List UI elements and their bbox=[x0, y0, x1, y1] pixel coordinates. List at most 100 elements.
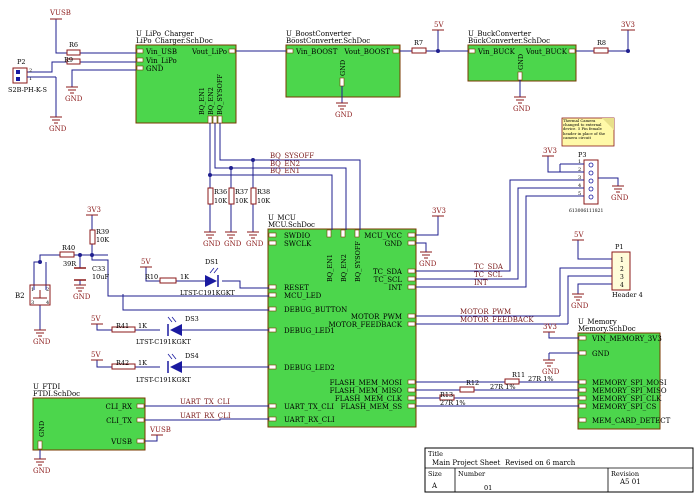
3v3-port-r39: 3V3 bbox=[87, 206, 101, 214]
p1-pin3: 3 bbox=[620, 274, 624, 281]
pin-mcu-led: MCU_LED bbox=[284, 292, 322, 300]
r40-label: R40 bbox=[62, 244, 75, 252]
gnd-label-5: GND bbox=[203, 240, 221, 248]
net-tc-sda: TC_SDA bbox=[474, 263, 504, 271]
number-label: Number bbox=[458, 470, 486, 478]
r42-label: R42 bbox=[116, 359, 129, 367]
r13-label: R13 bbox=[440, 391, 453, 399]
r41-label: R41 bbox=[116, 322, 129, 330]
sheet-mcu-body bbox=[267, 228, 417, 428]
r42-value: 1K bbox=[138, 359, 147, 367]
pin-flash-mosi: FLASH_MEM_MOSI bbox=[330, 379, 403, 387]
sheet-lipo-charger[interactable]: U_LiPo_Charger LiPo_Charger.SchDoc Vin_U… bbox=[135, 30, 237, 124]
pin-vout-buck: Vout_BUCK bbox=[525, 48, 568, 56]
pin-vin-boost: Vin_BOOST bbox=[295, 48, 338, 56]
r37-label: R37 bbox=[235, 188, 248, 196]
pin-motor-feedback: MOTOR_FEEDBACK bbox=[328, 321, 402, 329]
gnd-symbol-8 bbox=[420, 251, 432, 259]
sheet-ftdi[interactable]: U_FTDI FTDI.SchDoc CLI_RX CLI_TX VUSB GN… bbox=[32, 383, 146, 451]
pin-mem-miso: MEMORY_SPI_MISO bbox=[592, 387, 667, 395]
pin-buck-gnd: GND bbox=[517, 54, 525, 70]
led-ds4: DS4 LTST-C191KGKT bbox=[136, 352, 199, 384]
p2-pin2: 2 bbox=[29, 68, 32, 74]
gnd-symbol-5 bbox=[204, 231, 216, 239]
gnd-label-2: GND bbox=[65, 95, 83, 103]
sheet-buck-converter[interactable]: U_BuckConverter BuckConverter.SchDoc Vin… bbox=[467, 30, 577, 82]
r11-label: R11 bbox=[512, 371, 525, 379]
sheet-buck-designator: U_BuckConverter bbox=[468, 30, 532, 38]
pin-mem-card-detect: MEM_CARD_DETECT bbox=[592, 417, 671, 425]
gnd-label-8: GND bbox=[419, 260, 437, 268]
gnd-label-14: GND bbox=[33, 467, 51, 475]
r38-label: R38 bbox=[257, 188, 270, 196]
ds3-part: LTST-C191KGKT bbox=[136, 338, 192, 346]
r10-label: R10 bbox=[145, 273, 158, 281]
pin-vout-boost: Vout_BOOST bbox=[343, 48, 390, 56]
p3-pin3: 3 bbox=[578, 175, 581, 181]
r38-value: 10K bbox=[257, 197, 270, 205]
sheet-memory[interactable]: U_Memory Memory.SchDoc VIN_MEMORY_3V3 GN… bbox=[577, 318, 671, 430]
pin-cli-rx: CLI_RX bbox=[105, 403, 132, 411]
c33-value: 10uF bbox=[92, 273, 109, 281]
sheet-mcu[interactable]: U_MCU MCU.SchDoc SWDIO SWCLK RESET MCU_L… bbox=[267, 214, 417, 428]
p1-part: Header 4 bbox=[612, 291, 643, 299]
r37-value: 10K bbox=[235, 197, 248, 205]
p3-pin5: 5 bbox=[578, 191, 581, 197]
r6-label: R6 bbox=[69, 41, 78, 49]
r41-value: 1K bbox=[138, 322, 147, 330]
5v-port-ds1: 5V bbox=[141, 258, 151, 266]
gnd-symbol-3 bbox=[336, 102, 348, 110]
net-labels: BQ_SYSOFF BQ_EN2 BQ_EN1 TC_SDA TC_SCL IN… bbox=[180, 152, 534, 420]
sheet-ftdi-body bbox=[32, 397, 146, 451]
sheet-lipo-designator: U_LiPo_Charger bbox=[136, 30, 194, 38]
pin-ftdi-gnd: GND bbox=[38, 421, 46, 437]
r39-label: R39 bbox=[96, 228, 109, 236]
p3-pin1: 1 bbox=[578, 159, 581, 165]
pin-vusb: VUSB bbox=[110, 438, 132, 446]
5v-port-ds3: 5V bbox=[91, 315, 101, 323]
title-revised: Revised on 6 march bbox=[505, 459, 576, 467]
connector-p3: P3 613006111821 1 2 3 4 5 bbox=[569, 151, 603, 214]
3v3-port-p3: 3V3 bbox=[543, 147, 557, 155]
net-tc-scl: TC_SCL bbox=[474, 271, 503, 279]
resistor-labels: R6 R9 R7 R8 R36 10K R37 10K R38 10K R39 … bbox=[62, 39, 606, 407]
gnd-symbols bbox=[34, 86, 624, 466]
b2-label: B2 bbox=[15, 292, 25, 300]
sheet-buck-file: BuckConverter.SchDoc bbox=[468, 37, 550, 45]
gnd-symbol-12 bbox=[74, 284, 86, 292]
r7-label: R7 bbox=[414, 39, 423, 47]
sheet-mcu-file: MCU.SchDoc bbox=[268, 221, 315, 229]
pin-uart-tx-cli: UART_TX_CLI bbox=[284, 403, 334, 411]
p2-part: S2B-PH-K-S bbox=[8, 86, 47, 94]
sheet-boost-converter[interactable]: U_BoostConverter BoostConverter.SchDoc V… bbox=[285, 30, 401, 98]
pin-reset: RESET bbox=[284, 284, 309, 292]
pin-mem-cs: MEMORY_SPI_CS bbox=[592, 403, 656, 411]
gnd-symbol-9 bbox=[612, 185, 624, 193]
r12-value: 27R 1% bbox=[490, 383, 516, 391]
3v3-port-memory: 3V3 bbox=[543, 323, 557, 331]
pin-tc-sda: TC_SDA bbox=[373, 268, 403, 276]
p3-pin2: 2 bbox=[578, 167, 581, 173]
port-gnd bbox=[136, 65, 144, 71]
revision-label: Revision bbox=[611, 470, 639, 478]
ds1-part: LTST-C191KGKT bbox=[180, 289, 236, 297]
ds4-label: DS4 bbox=[185, 352, 199, 360]
note-thermal-camera: Thermal Camera changed to external devic… bbox=[561, 117, 615, 147]
number-value: 01 bbox=[484, 484, 492, 492]
p1-label: P1 bbox=[615, 243, 624, 251]
r10-value: 1K bbox=[180, 273, 189, 281]
p1-pin2: 2 bbox=[620, 266, 624, 273]
gnd-symbol-13 bbox=[34, 329, 46, 337]
r36-label: R36 bbox=[214, 188, 227, 196]
port-bq-sysoff bbox=[217, 115, 223, 124]
net-bq-en2: BQ_EN2 bbox=[270, 160, 300, 168]
title-value: Main Project Sheet bbox=[432, 459, 500, 467]
sheet-boost-body bbox=[285, 44, 401, 98]
gnd-label-9: GND bbox=[611, 194, 629, 202]
gnd-symbol-7 bbox=[247, 231, 259, 239]
gnd-label-12: GND bbox=[73, 293, 91, 301]
sheet-ftdi-file: FTDI.SchDoc bbox=[33, 390, 80, 398]
pin-vin-memory: VIN_MEMORY_3V3 bbox=[591, 335, 662, 343]
pin-mcu-gnd: GND bbox=[385, 240, 403, 248]
b2-pin2: 2 bbox=[46, 287, 49, 293]
